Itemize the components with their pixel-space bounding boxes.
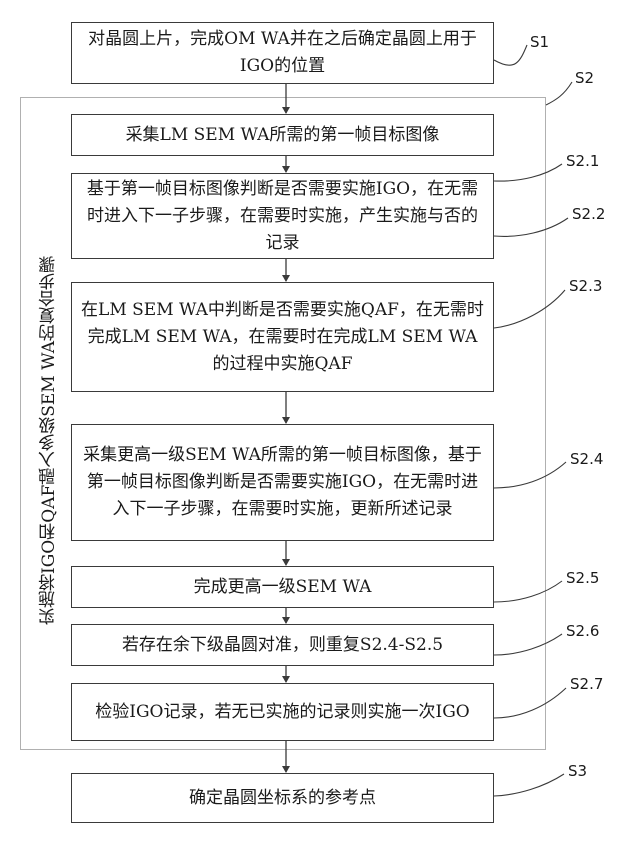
step-s2-4-text: 采集更高一级SEM WA所需的第一帧目标图像，基于第一帧目标图像判断是否需要实施… [83,445,482,519]
label-s1: S1 [530,33,550,51]
leader-s2-2 [493,217,569,237]
step-s2-6-text: 若存在余下级晶圆对准，则重复S2.4-S2.5 [121,634,444,655]
step-s1-text: 对晶圆上片，完成OM WA并在之后确定晶圆上用于IGO的位置 [88,29,477,76]
step-s3-text: 确定晶圆坐标系的参考点 [189,787,376,808]
leader-s2-5 [493,580,563,603]
label-s2-4: S2.4 [570,450,604,468]
step-s2-3-box: 在LM SEM WA中判断是否需要实施QAF，在无需时完成LM SEM WA，在… [71,282,494,392]
step-s3-box: 确定晶圆坐标系的参考点 [71,773,494,823]
step-s2-4-box: 采集更高一级SEM WA所需的第一帧目标图像，基于第一帧目标图像判断是否需要实施… [71,424,494,541]
leader-s3 [493,773,565,797]
leader-s2-3 [493,289,566,329]
step-s1-box: 对晶圆上片，完成OM WA并在之后确定晶圆上用于IGO的位置 [71,22,494,84]
s2-group-frame [20,97,546,750]
step-s2-1-text: 采集LM SEM WA所需的第一帧目标图像 [125,124,440,145]
step-s2-5-box: 完成更高一级SEM WA [71,566,494,608]
leader-s2-6 [493,633,563,656]
step-s2-7-box: 检验IGO记录，若无已实施的记录则实施一次IGO [71,683,494,741]
label-s2-7: S2.7 [570,675,604,693]
step-s2-1-box: 采集LM SEM WA所需的第一帧目标图像 [71,114,494,156]
label-s3: S3 [568,762,588,780]
label-s2: S2 [575,69,595,87]
step-s2-7-text: 检验IGO记录，若无已实施的记录则实施一次IGO [95,701,470,722]
leader-s2-4 [493,461,567,489]
step-s2-2-text: 基于第一帧目标图像判断是否需要实施IGO，在无需时进入下一子步骤，在需要时实施，… [86,178,479,253]
leader-s2 [545,81,573,106]
label-s2-3: S2.3 [569,277,603,295]
step-s2-3-text: 在LM SEM WA中判断是否需要实施QAF，在无需时完成LM SEM WA，在… [81,299,484,374]
step-s2-5-text: 完成更高一级SEM WA [193,576,372,597]
label-s2-5: S2.5 [566,569,600,587]
step-s2-6-box: 若存在余下级晶圆对准，则重复S2.4-S2.5 [71,624,494,666]
leader-s2-1 [493,163,563,182]
label-s2-2: S2.2 [572,205,606,223]
leader-s2-7 [493,687,567,719]
label-s2-1: S2.1 [566,152,600,170]
leader-s1 [493,44,528,66]
label-s2-6: S2.6 [566,622,600,640]
step-s2-2-box: 基于第一帧目标图像判断是否需要实施IGO，在无需时进入下一子步骤，在需要时实施，… [71,173,494,259]
cropped-text-fragment [0,826,624,842]
